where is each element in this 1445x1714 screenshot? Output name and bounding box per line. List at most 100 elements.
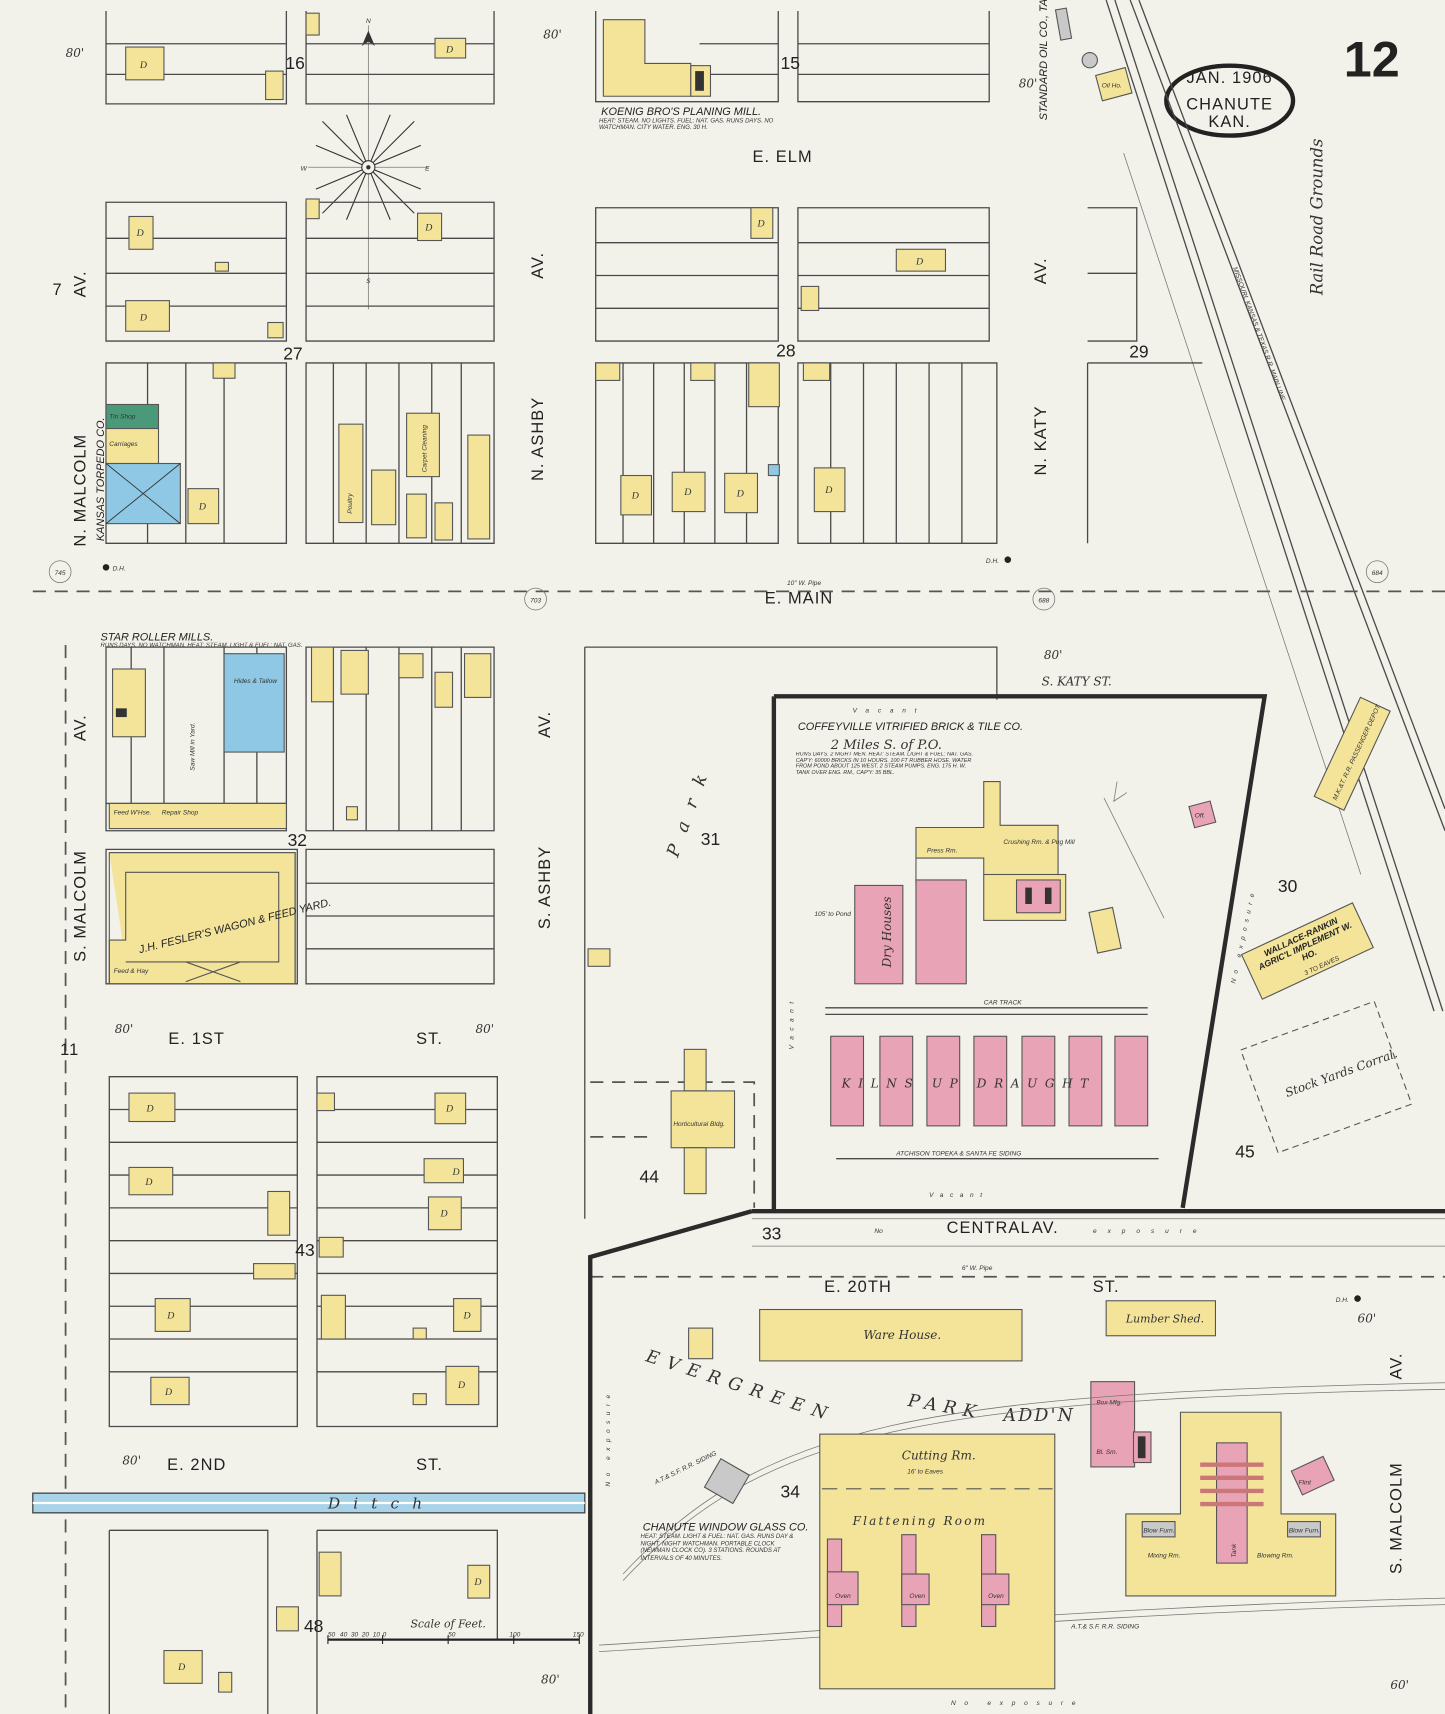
dwelling: D xyxy=(416,212,443,242)
no-label: No xyxy=(874,1228,883,1235)
block-numbers: 16 15 27 28 29 32 31 30 44 45 33 43 34 4… xyxy=(283,53,1297,1636)
dwelling: D xyxy=(423,1158,464,1184)
street-central: CENTRAL xyxy=(947,1219,1031,1237)
hides-tallow-label: Hides & Tallow xyxy=(234,678,278,685)
horticultural-building: Horticultural Bldg. xyxy=(670,1048,736,1195)
car-track-label: CAR TRACK xyxy=(984,1000,1022,1007)
hides-tallow-building: Hides & Tallow xyxy=(223,653,285,753)
kilns-label: KILNS UP DRAUGHT xyxy=(841,1077,1096,1091)
scale-tick-40: 40 xyxy=(340,1631,348,1638)
coffeyville-brick-tile-co: COFFEYVILLE VITRIFIED BRICK & TILE CO. 2… xyxy=(789,708,1258,1199)
dwelling: D xyxy=(128,1092,176,1123)
street-e-20th: E. 20TH xyxy=(824,1278,892,1296)
street-e-1st-st: ST. xyxy=(416,1030,443,1048)
street-n-ashby-av: AV. xyxy=(529,252,547,279)
office-label: Off. xyxy=(1195,813,1206,820)
block-43: 43 xyxy=(295,1240,314,1260)
svg-text:D: D xyxy=(473,1577,481,1588)
carpet-cleaning-label: Carpet Cleaning xyxy=(421,425,428,473)
dwelling: D xyxy=(813,467,846,513)
svg-text:D: D xyxy=(824,485,832,496)
standard-oil-label: STANDARD OIL CO., TANKS. xyxy=(1038,0,1050,120)
block-29: 29 xyxy=(1129,341,1148,361)
svg-text:D: D xyxy=(139,312,147,323)
repair-shop-label: Repair Shop xyxy=(162,809,199,816)
svg-text:D: D xyxy=(198,501,206,512)
svg-text:D: D xyxy=(139,60,147,71)
atsf-siding-brick-label: ATCHISON TOPEKA & SANTA FE SIDING xyxy=(895,1150,1021,1157)
oven-label-1: Oven xyxy=(835,1593,851,1600)
standard-oil-tanks: Oil Ho. STANDARD OIL CO., TANKS. xyxy=(1038,0,1133,120)
street-central-av: AV. xyxy=(1032,1219,1059,1237)
block-48: 48 xyxy=(304,1616,323,1636)
chanute-window-glass-co: Ware House. Lumber Shed. Box Mfg. Bl. Sm… xyxy=(598,1300,1445,1707)
mixing-room-label: Mixing Rm. xyxy=(1148,1553,1181,1560)
page-number: 12 xyxy=(1344,31,1400,88)
street-e-2nd: E. 2ND xyxy=(167,1456,226,1474)
press-room-label: Press Rm. xyxy=(927,848,958,855)
street-s-malcolm-east: S. MALCOLM xyxy=(1387,1462,1405,1574)
scale-tick-30: 30 xyxy=(351,1631,359,1638)
poultry-building xyxy=(338,423,364,524)
dh-marker-2: D.H. xyxy=(986,558,999,565)
block-30: 30 xyxy=(1278,876,1298,896)
kilns xyxy=(830,1035,1149,1127)
street-e-2nd-st: ST. xyxy=(416,1456,443,1474)
poultry-label: Poultry xyxy=(347,493,354,514)
bl-sm-label: Bl. Sm. xyxy=(1096,1449,1117,1456)
width-2: 80' xyxy=(543,27,562,41)
svg-text:D: D xyxy=(631,490,639,501)
elevation-markers: 745 703 688 684 D.H. D.H. D.H. xyxy=(48,556,1389,1304)
dwelling: D xyxy=(154,1298,191,1332)
svg-text:D: D xyxy=(445,45,453,56)
block-45: 45 xyxy=(1235,1142,1254,1162)
width-10: 60' xyxy=(1390,1678,1409,1692)
dwelling: D xyxy=(453,1298,482,1332)
cutting-room-note: 16' to Eaves xyxy=(907,1468,944,1475)
dry-houses-label: Dry Houses xyxy=(880,897,894,969)
elevation-703: 703 xyxy=(530,597,541,604)
title-oval xyxy=(1164,63,1296,138)
street-s-malcolm-west: S. MALCOLM xyxy=(71,850,89,962)
dwelling: D xyxy=(671,471,706,513)
svg-text:D: D xyxy=(164,1387,172,1398)
width-8: 80' xyxy=(541,1672,560,1686)
elevation-688: 688 xyxy=(1038,597,1049,604)
street-n-katy-av: AV. xyxy=(1032,257,1050,284)
kansas-torpedo-co: Tin Shop Carriages KANSAS TORPEDO CO. xyxy=(95,403,181,541)
scale-tick-150: 150 xyxy=(573,1631,584,1638)
compass-n: N xyxy=(366,18,371,25)
dwelling: D xyxy=(128,1166,174,1196)
carriages-label: Carriages xyxy=(109,441,138,448)
street-labels: E. ELM E. MAIN 10" W. Pipe E. 1ST ST. E.… xyxy=(52,148,1405,1574)
svg-text:D: D xyxy=(177,1662,185,1673)
compass-rose-icon: N S E W xyxy=(301,18,430,310)
dwelling: D xyxy=(750,207,774,239)
street-7th-av: AV. xyxy=(71,270,89,297)
svg-text:D: D xyxy=(136,228,144,239)
width-1: 80' xyxy=(66,46,85,60)
street-s-malcolm-east-av: AV. xyxy=(1387,1353,1405,1380)
no-exposure-label-3: No exposure xyxy=(951,1700,1084,1707)
block-32: 32 xyxy=(288,830,307,850)
street-7th-number: 7 xyxy=(52,281,62,299)
dwelling: D xyxy=(125,300,170,332)
street-widths: 80' 80' 80' 80' 80' 80' 80' 80' 60' 60' xyxy=(66,27,1409,1691)
dwellings: D D D D D D D D D D D D D D D D D D D D … xyxy=(125,12,947,1693)
scale-tick-20: 20 xyxy=(361,1631,370,1638)
block-number-11: 11 xyxy=(60,1041,79,1059)
block-34: 34 xyxy=(781,1482,801,1502)
elevation-745: 745 xyxy=(55,570,66,577)
elevation-684: 684 xyxy=(1372,570,1383,577)
sheet-date: JAN. 1906 xyxy=(1187,69,1273,87)
fesler-wagon-feed-yard: J.H. FESLER'S WAGON & FEED YARD. Feed & … xyxy=(108,852,332,985)
dwelling: D xyxy=(445,1365,480,1406)
horticultural-label: Horticultural Bldg. xyxy=(673,1121,725,1128)
feed-whse-label: Feed W'Hse. xyxy=(114,809,152,816)
width-6: 80' xyxy=(475,1022,494,1036)
no-exposure-label-2: No exposure xyxy=(605,1389,612,1486)
dh-marker-3: D.H. xyxy=(1336,1297,1349,1304)
block-31: 31 xyxy=(701,829,720,849)
ware-house-label: Ware House. xyxy=(864,1328,942,1342)
saw-mill-label: Saw Mill in Yard. xyxy=(190,722,197,770)
